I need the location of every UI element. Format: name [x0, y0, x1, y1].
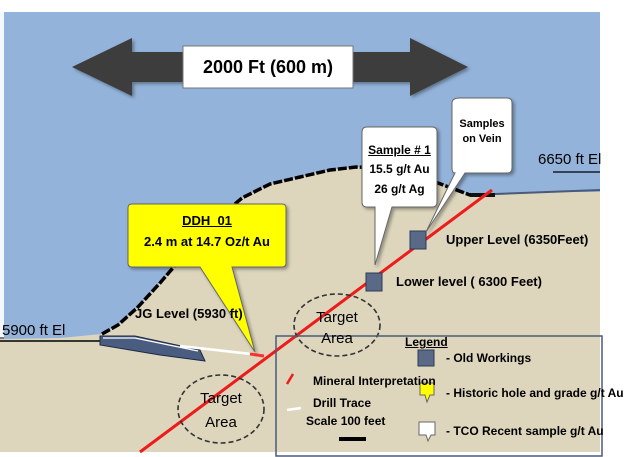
- legend-drill-swatch: [286, 406, 302, 412]
- ddh-callout: [127, 203, 287, 353]
- ddh-title: DDH_01: [182, 213, 232, 228]
- surface-line-right: [494, 189, 601, 195]
- jg-adit-highlight: [103, 337, 199, 352]
- drill-intercept: [249, 352, 265, 358]
- legend-drill-label: Drill Trace: [313, 396, 372, 410]
- target-2-line1: Target: [200, 390, 242, 407]
- lower-level-label: Lower level ( 6300 Feet): [396, 274, 542, 289]
- vein-samples-callout: [425, 97, 513, 233]
- legend-title: Legend: [405, 335, 448, 349]
- ddh-result: 2.4 m at 14.7 Oz/t Au: [144, 234, 270, 249]
- scale-label-box: [182, 45, 354, 89]
- sample-title: Sample # 1: [368, 143, 431, 157]
- legend-sample-swatch: [418, 421, 436, 443]
- ground-area: [0, 167, 600, 452]
- legend-scale-bar: [339, 437, 366, 441]
- target-2-line2: Area: [205, 414, 237, 431]
- elevation-right-label: 6650 ft El: [538, 151, 602, 168]
- mineral-vein: [139, 188, 493, 454]
- lower-level-working: [365, 272, 383, 292]
- section-canvas: [0, 0, 603, 457]
- elevation-left-label: 5900 ft El: [2, 322, 66, 339]
- legend-mineral-label: Mineral Interpretation: [313, 374, 436, 388]
- top-margin: [0, 0, 600, 12]
- drill-trace: [179, 344, 261, 357]
- vein-callout-line2: on Vein: [462, 133, 502, 145]
- target-1-line1: Target: [316, 309, 358, 326]
- legend-item-sample: - TCO Recent sample g/t Au: [446, 424, 604, 438]
- target-ellipse-2: [177, 374, 265, 444]
- legend-historic-swatch: [419, 382, 435, 404]
- legend-workings-swatch: [417, 349, 435, 367]
- legend-scale-label: Scale 100 feet: [306, 414, 386, 428]
- jg-level-adit: [99, 335, 206, 362]
- target-1-line2: Area: [321, 330, 353, 347]
- sample-ag: 26 g/t Ag: [374, 182, 425, 196]
- legend-mineral-swatch: [285, 373, 295, 385]
- jg-level-label: JG Level (5930 ft): [135, 306, 243, 321]
- sample-au: 15.5 g/t Au: [369, 162, 430, 176]
- sample-callout: [361, 126, 438, 266]
- legend-item-historic: - Historic hole and grade g/t Au: [446, 386, 624, 400]
- target-ellipse-1: [293, 293, 381, 357]
- legend-item-workings: - Old Workings: [446, 351, 532, 365]
- vein-callout-line1: Samples: [459, 118, 505, 130]
- upper-level-label: Upper Level (6350Feet): [446, 232, 589, 247]
- legend-box: [275, 335, 603, 457]
- scale-label: 2000 Ft (600 m): [202, 56, 334, 77]
- left-margin: [0, 12, 4, 339]
- upper-level-working: [409, 230, 427, 250]
